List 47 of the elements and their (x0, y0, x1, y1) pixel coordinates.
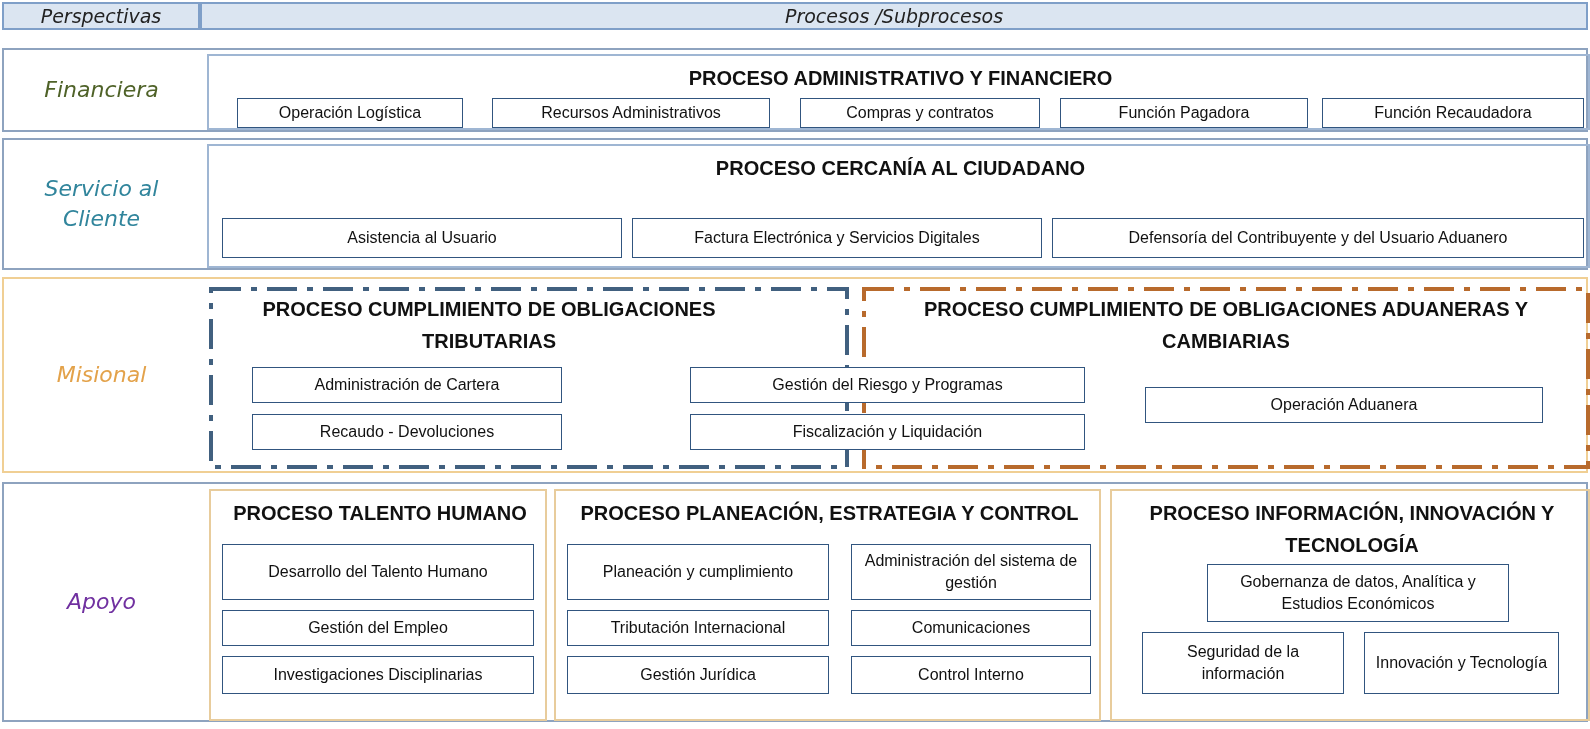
subprocess-box: Fiscalización y Liquidación (690, 414, 1085, 450)
perspective-band (2, 138, 1588, 270)
subprocess-box: Función Pagadora (1060, 98, 1308, 128)
process-heading: PROCESO TALENTO HUMANO (232, 501, 528, 526)
subprocess-box: Defensoría del Contribuyente y del Usuario Aduanero (1052, 218, 1584, 258)
process-heading: PROCESO INFORMACIÓN, INNOVACIÓN Y TECNOLOGÍA (1148, 500, 1556, 558)
subprocess-box: Seguridad de la información (1142, 632, 1344, 694)
perspective-label: Financiera (43, 76, 160, 104)
subprocess-box: Recaudo - Devoluciones (252, 414, 562, 450)
process-heading: PROCESO PLANEACIÓN, ESTRATEGIA Y CONTROL (579, 500, 1080, 526)
subprocess-box: Gestión Jurídica (567, 656, 829, 694)
subprocess-box: Innovación y Tecnología (1364, 632, 1559, 694)
header-cell: Procesos /Subprocesos (200, 2, 1588, 30)
perspective-band (2, 277, 1588, 473)
subprocess-box: Planeación y cumplimiento (567, 544, 829, 600)
subprocess-box: Investigaciones Disciplinarias (222, 656, 534, 694)
process-heading: PROCESO ADMINISTRATIVO Y FINANCIERO (687, 66, 1114, 91)
perspective-band (2, 482, 1588, 722)
subprocess-box: Función Recaudadora (1322, 98, 1584, 128)
subprocess-box: Compras y contratos (800, 98, 1040, 128)
subprocess-box: Control Interno (851, 656, 1091, 694)
subprocess-box: Gestión del Empleo (222, 610, 534, 646)
perspective-band (2, 48, 1588, 132)
process-box (554, 489, 1101, 721)
process-box (209, 489, 547, 721)
process-box (207, 144, 1590, 268)
process-heading: PROCESO CUMPLIMIENTO DE OBLIGACIONES ADUANERAS Y CAMBIARIAS (922, 297, 1530, 354)
subprocess-box: Tributación Internacional (567, 610, 829, 646)
header-cell: Perspectivas (2, 2, 200, 30)
process-box (207, 54, 1590, 130)
subprocess-box: Gobernanza de datos, Analítica y Estudios Económicos (1207, 564, 1509, 622)
subprocess-box: Administración del sistema de gestión (851, 544, 1091, 600)
subprocess-box: Desarrollo del Talento Humano (222, 544, 534, 600)
subprocess-box: Operación Aduanera (1145, 387, 1543, 423)
process-heading: PROCESO CUMPLIMIENTO DE OBLIGACIONES TRIBUTARIAS (261, 297, 717, 354)
subprocess-box: Comunicaciones (851, 610, 1091, 646)
subprocess-box: Administración de Cartera (252, 367, 562, 403)
perspective-label: Misional (55, 361, 148, 389)
perspective-label: Servicio al Cliente (43, 175, 160, 233)
subprocess-box: Factura Electrónica y Servicios Digitales (632, 218, 1042, 258)
subprocess-box: Recursos Administrativos (492, 98, 770, 128)
process-heading: PROCESO CERCANÍA AL CIUDADANO (714, 156, 1087, 181)
subprocess-box: Gestión del Riesgo y Programas (690, 367, 1085, 403)
perspective-label: Apoyo (65, 588, 137, 616)
process-box (1110, 489, 1590, 721)
subprocess-box: Asistencia al Usuario (222, 218, 622, 258)
subprocess-box: Operación Logística (237, 98, 463, 128)
